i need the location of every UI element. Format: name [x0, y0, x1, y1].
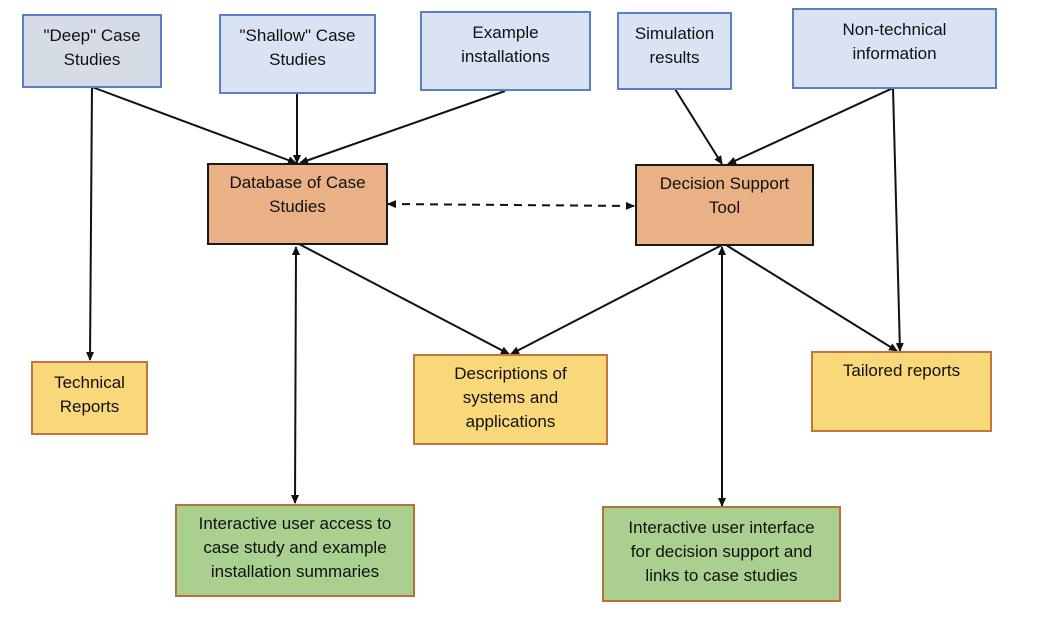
arrow-deep-to-database: [91, 86, 297, 164]
node-label: Interactive user access to case study an…: [198, 514, 392, 581]
arrow-deep-to-technical: [86, 86, 95, 361]
node-interactive-user-access: Interactive user access to case study an…: [175, 504, 415, 597]
arrow-dst-to-descriptions: [510, 244, 723, 355]
node-descriptions-of-systems: Descriptions of systems and applications: [413, 354, 608, 445]
node-simulation-results: Simulation results: [617, 12, 732, 90]
node-label: Simulation results: [634, 24, 715, 67]
node-technical-reports: Technical Reports: [31, 361, 148, 435]
arrow-dst-to-tailored: [725, 244, 898, 352]
arrow-database-dst-link: [387, 200, 635, 210]
node-label: Database of Case Studies: [229, 173, 366, 216]
node-label: Non-technical information: [842, 20, 947, 63]
node-deep-case-studies: "Deep" Case Studies: [22, 14, 162, 88]
arrow-nontechnical-to-tailored: [892, 87, 904, 352]
node-label: "Deep" Case Studies: [43, 26, 141, 69]
node-label: Example installations: [461, 23, 550, 66]
node-label: Descriptions of systems and applications: [454, 364, 567, 431]
arrow-database-to-descriptions: [298, 243, 510, 355]
node-non-technical-information: Non-technical information: [792, 8, 997, 89]
arrow-database-access: [291, 246, 300, 504]
node-database-of-case-studies: Database of Case Studies: [207, 163, 388, 245]
node-label: Tailored reports: [842, 361, 961, 380]
arrow-simulation-to-dst: [674, 88, 723, 165]
node-label: Decision Support Tool: [659, 174, 790, 217]
node-interactive-user-interface: Interactive user interface for decision …: [602, 506, 841, 602]
node-label: Interactive user interface for decision …: [628, 518, 815, 585]
node-example-installations: Example installations: [420, 11, 591, 91]
node-decision-support-tool: Decision Support Tool: [635, 164, 814, 246]
node-label: "Shallow" Case Studies: [239, 26, 356, 69]
arrow-nontechnical-to-dst: [727, 87, 894, 165]
node-shallow-case-studies: "Shallow" Case Studies: [219, 14, 376, 94]
arrow-examples-to-database: [299, 90, 506, 165]
node-label: Technical Reports: [54, 373, 125, 416]
node-tailored-reports: Tailored reports: [811, 351, 992, 432]
